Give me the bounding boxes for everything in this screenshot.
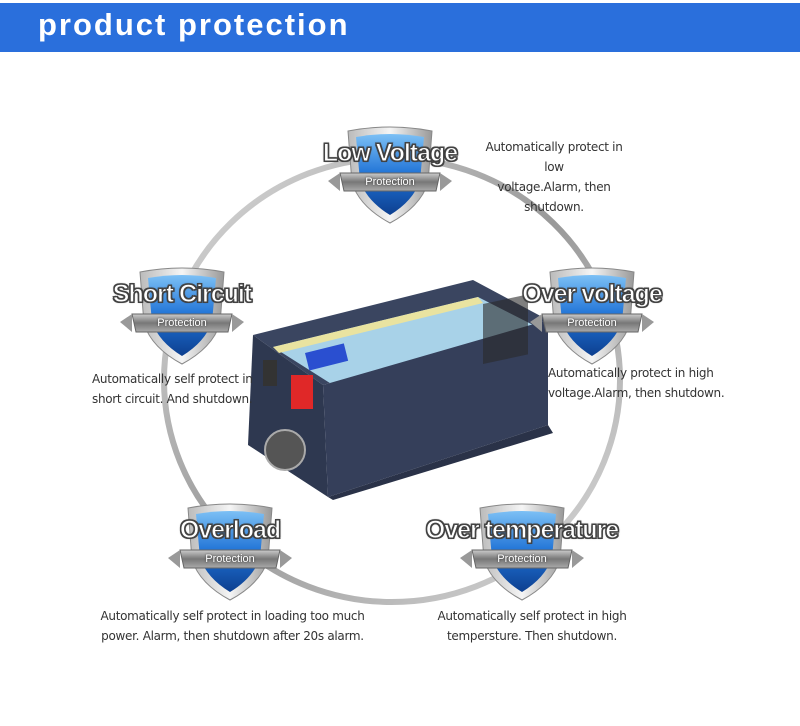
desc-line: Automatically self protect in loading to… [100, 609, 365, 623]
badge-over-voltage: Over voltage Protection [512, 266, 672, 366]
desc-line: Automatically protect in high [548, 366, 714, 380]
desc-line: voltage.Alarm, then shutdown. [497, 180, 611, 214]
over-temperature-description: Automatically self protect in high temper… [432, 606, 632, 646]
badge-title: Overload [179, 516, 281, 545]
desc-line: Automatically self protect in [92, 372, 253, 386]
badge-overload: Overload Protection [150, 502, 310, 602]
desc-line: Automatically self protect in high [437, 609, 627, 623]
overload-description: Automatically self protect in loading to… [100, 606, 365, 646]
badge-title: Over voltage [522, 280, 663, 309]
badge-subtitle: Protection [205, 553, 255, 565]
desc-line: Automatically protect in low [485, 140, 623, 174]
badge-title: Short Circuit [112, 280, 252, 309]
badge-short-circuit: Short Circuit Protection [102, 266, 262, 366]
badge-title: Over temperature [425, 516, 619, 545]
badge-subtitle: Protection [567, 317, 617, 329]
desc-line: voltage.Alarm, then shutdown. [548, 386, 725, 400]
badge-over-temperature: Over temperature Protection [425, 502, 620, 602]
badge-subtitle: Protection [157, 317, 207, 329]
inverter-product-image [248, 280, 553, 500]
over-voltage-description: Automatically protect in high voltage.Ala… [548, 363, 725, 403]
desc-line: tempersture. Then shutdown. [447, 629, 617, 643]
low-voltage-description: Automatically protect in low voltage.Alar… [474, 137, 634, 217]
badge-title: Low Voltage [322, 139, 458, 168]
desc-line: power. Alarm, then shutdown after 20s al… [101, 629, 364, 643]
short-circuit-description: Automatically self protect in short circu… [92, 369, 253, 409]
desc-line: short circuit. And shutdown. [92, 392, 253, 406]
badge-subtitle: Protection [497, 553, 547, 565]
header-bar: product protection [0, 3, 800, 52]
badge-low-voltage: Low Voltage Protection [310, 125, 470, 225]
page-title: product protection [38, 7, 350, 42]
badge-subtitle: Protection [365, 176, 415, 188]
